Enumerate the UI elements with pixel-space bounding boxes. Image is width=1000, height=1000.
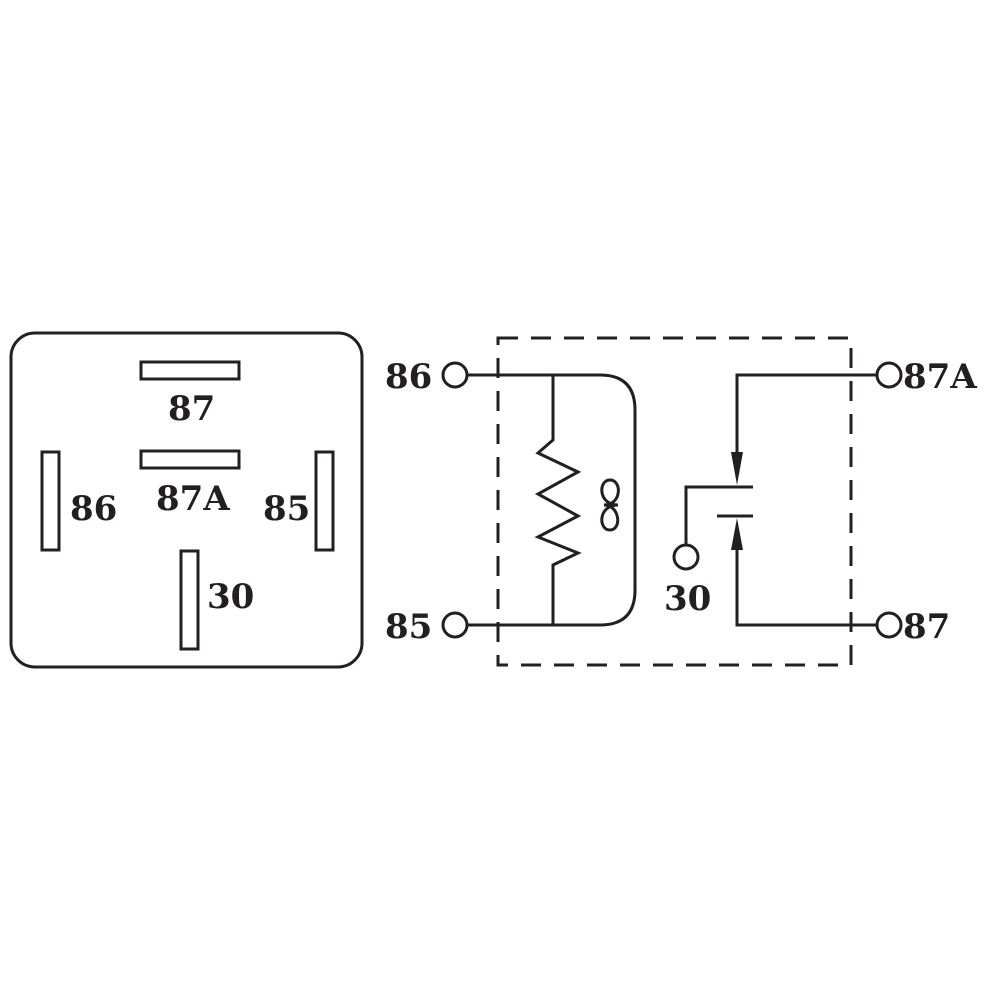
- pin-85-label: 85: [263, 489, 310, 529]
- terminal-87-circle: [875, 611, 903, 639]
- no-contact-wire: [735, 535, 877, 627]
- terminal-87a-label: 87A: [903, 357, 977, 397]
- pin-87-slot: [139, 360, 241, 381]
- arrow-down-icon: [731, 452, 743, 485]
- pin-86-label: 86: [70, 489, 117, 529]
- coil-inductor-icon: [600, 478, 620, 532]
- arrow-up-icon: [731, 518, 743, 550]
- resistor-symbol: [534, 375, 582, 625]
- coil-circuit-wire: [467, 373, 637, 627]
- pin-30-slot: [179, 549, 200, 651]
- terminal-30-label: 30: [664, 579, 711, 619]
- terminal-87-label: 87: [903, 607, 950, 647]
- terminal-85-circle: [441, 611, 469, 639]
- nc-contact-wire: [735, 373, 877, 470]
- pin-86-slot: [40, 450, 61, 552]
- pin-85-slot: [314, 450, 335, 552]
- terminal-86-label: 86: [385, 357, 432, 397]
- pin-87-label: 87: [168, 389, 215, 429]
- terminal-86-circle: [441, 361, 469, 389]
- common-contact-wire: [684, 485, 753, 545]
- pin-30-label: 30: [207, 577, 254, 617]
- pin-87a-label: 87A: [156, 479, 230, 519]
- relay-enclosure-dashed: [496, 336, 853, 667]
- terminal-85-label: 85: [385, 607, 432, 647]
- relay-housing-outline: [9, 331, 364, 669]
- terminal-87a-circle: [875, 361, 903, 389]
- terminal-30-circle: [672, 543, 700, 571]
- pin-87a-slot: [139, 449, 241, 470]
